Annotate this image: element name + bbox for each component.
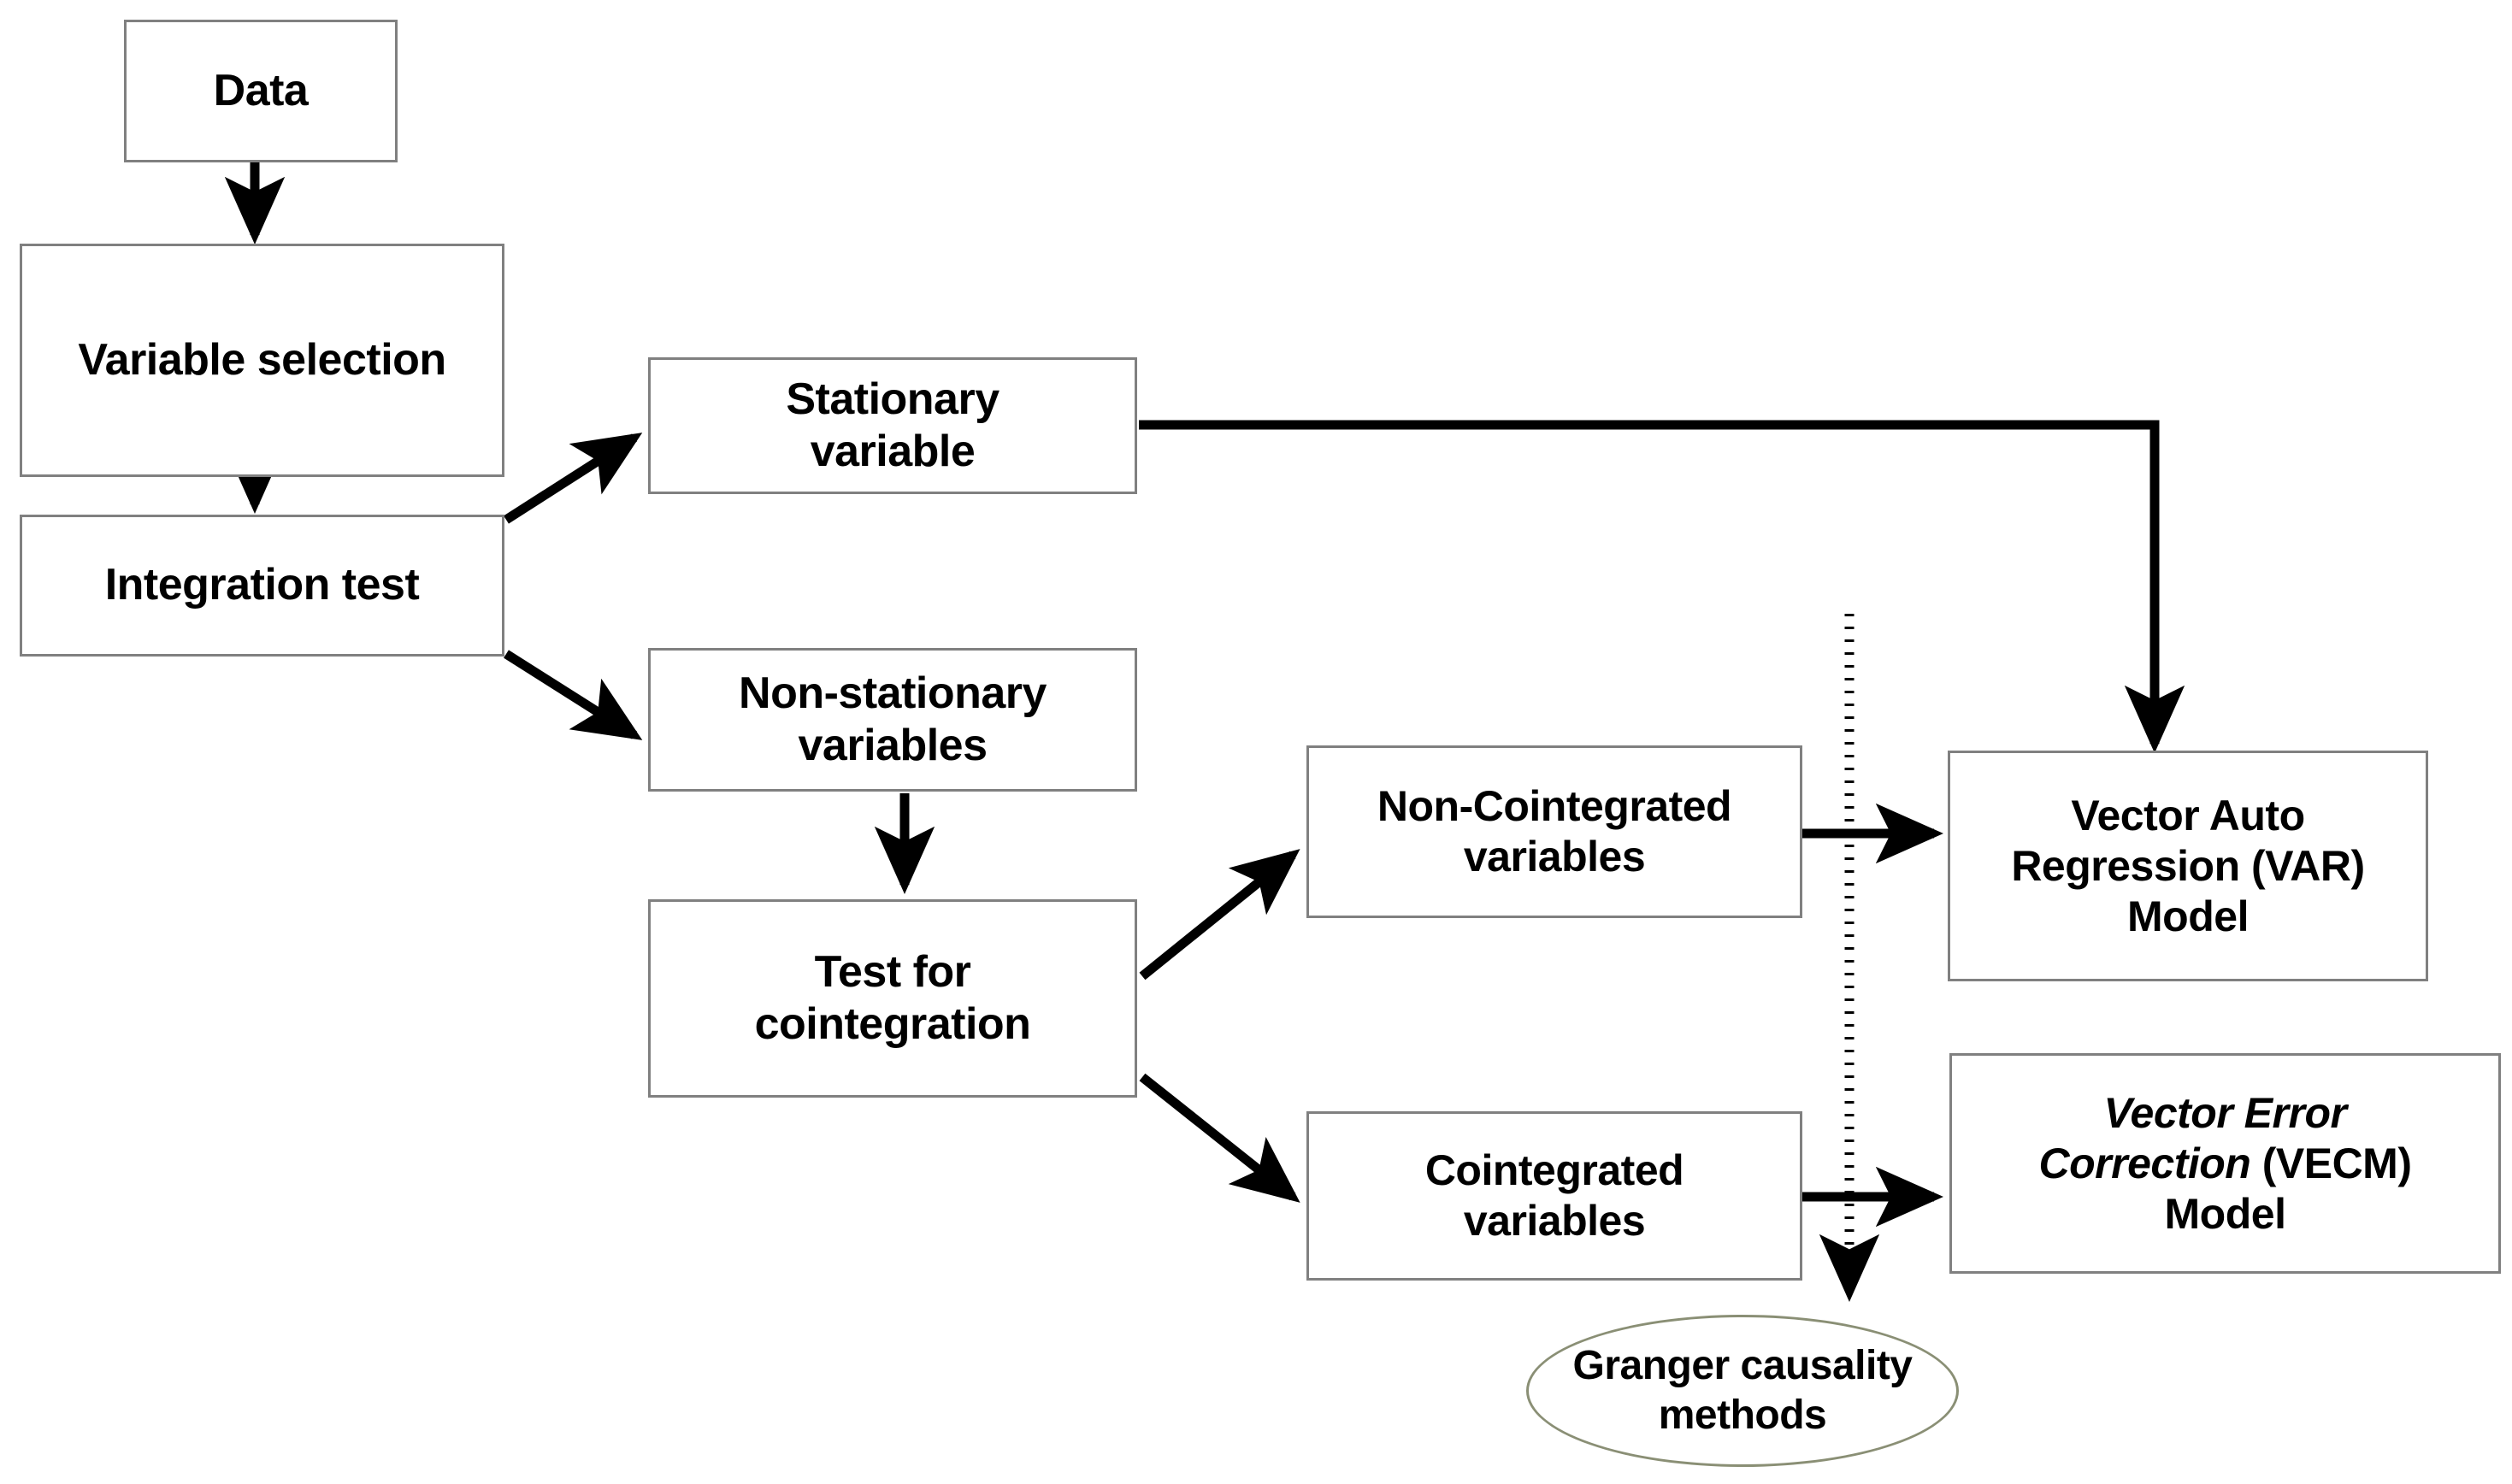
node-variable-selection-label: Variable selection	[78, 334, 446, 385]
node-vecm-model-label: Vector Error Correction (VECM) Model	[1952, 1088, 2498, 1240]
node-non-stationary-variables[interactable]: Non-stationary variables	[648, 648, 1137, 792]
edge-integration-test-to-stationary-variable	[504, 433, 643, 524]
node-granger-causality[interactable]: Granger causality methods	[1526, 1315, 1959, 1467]
node-cointegrated-variables[interactable]: Cointegrated variables	[1306, 1111, 1802, 1281]
node-data[interactable]: Data	[124, 20, 398, 162]
node-data-label: Data	[213, 65, 309, 115]
node-vecm-model-label-rest: (VECM) Model	[2164, 1139, 2412, 1238]
node-integration-test[interactable]: Integration test	[20, 515, 504, 657]
node-non-stationary-variables-label: Non-stationary variables	[739, 668, 1047, 770]
node-granger-causality-label: Granger causality methods	[1572, 1343, 1913, 1438]
node-vecm-model[interactable]: Vector Error Correction (VECM) Model	[1949, 1053, 2501, 1274]
node-variable-selection[interactable]: Variable selection	[20, 244, 504, 477]
node-non-cointegrated-variables-label: Non-Cointegrated variables	[1377, 782, 1732, 880]
edge-test-for-cointegration-to-cointegrated	[1139, 1073, 1300, 1203]
edge-integration-test-to-non-stationary-variables	[504, 650, 643, 740]
node-var-model[interactable]: Vector Auto Regression (VAR) Model	[1948, 751, 2428, 981]
node-integration-test-label: Integration test	[104, 560, 420, 610]
node-test-for-cointegration[interactable]: Test for cointegration	[648, 899, 1137, 1098]
node-var-model-label: Vector Auto Regression (VAR) Model	[2011, 791, 2365, 940]
node-non-cointegrated-variables[interactable]: Non-Cointegrated variables	[1306, 745, 1802, 918]
edge-stationary-variable-to-var-model	[1139, 420, 2185, 754]
node-stationary-variable-label: Stationary variable	[786, 374, 999, 476]
node-test-for-cointegration-label: Test for cointegration	[754, 946, 1031, 1049]
edge-test-for-cointegration-to-non-cointegrated	[1139, 849, 1300, 980]
node-stationary-variable[interactable]: Stationary variable	[648, 357, 1137, 494]
node-vecm-model-label-italic: Vector Error Correction	[2038, 1088, 2347, 1187]
node-cointegrated-variables-label: Cointegrated variables	[1424, 1146, 1684, 1245]
